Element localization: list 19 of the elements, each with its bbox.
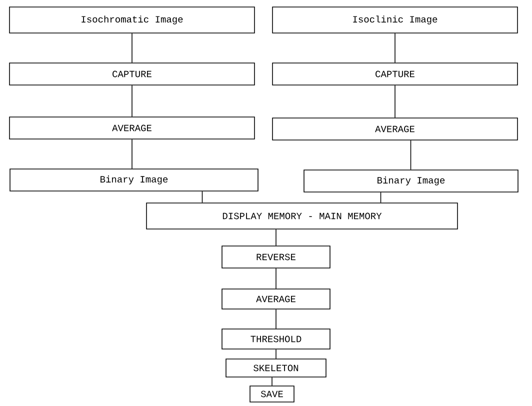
connector-line — [410, 140, 412, 170]
connector-line — [202, 190, 203, 203]
process-box: CAPTURE — [272, 62, 518, 86]
process-box: AVERAGE — [272, 118, 518, 140]
connector-line — [394, 33, 396, 63]
process-box: THRESHOLD — [222, 328, 330, 350]
connector-line — [380, 192, 382, 203]
process-box: AVERAGE — [9, 116, 255, 140]
process-box: Isoclinic Image — [272, 6, 518, 34]
process-box: SKELETON — [226, 358, 326, 378]
process-box: AVERAGE — [222, 288, 330, 310]
process-box: REVERSE — [222, 246, 330, 268]
process-box: CAPTURE — [9, 62, 255, 86]
process-box: DISPLAY MEMORY - MAIN MEMORY — [146, 202, 458, 230]
process-box: Binary Image — [10, 168, 258, 192]
process-box: SAVE — [250, 386, 294, 402]
connector-line — [394, 85, 396, 118]
process-box: Isochromatic Image — [9, 6, 255, 34]
process-box: Binary Image — [304, 170, 518, 192]
